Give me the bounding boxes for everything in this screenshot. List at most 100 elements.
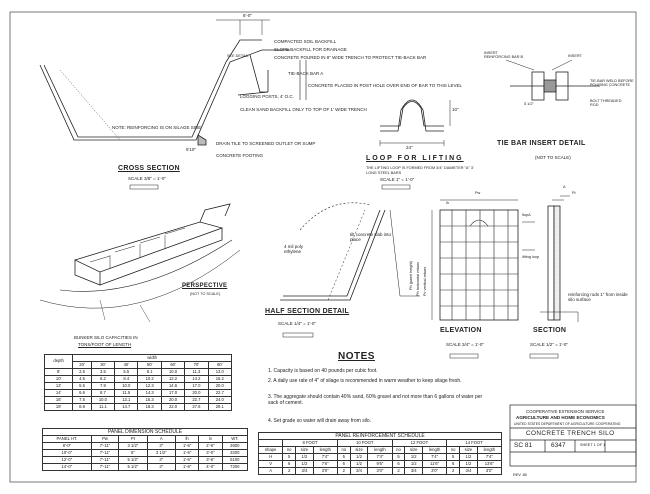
reinforcement-group-header: 8 FOOT [282,439,338,447]
cross-section-title: CROSS SECTION [118,165,180,172]
reinforcement-cell: 11'6" [422,460,448,468]
reinforcement-group-header: 10 FOOT [336,439,393,447]
capacity-cell: 16.2 [207,375,233,383]
callout-sand: CLEAN SAND BACKFILL ONLY TO TOP OF 1' WI… [240,107,367,112]
elevation-label-lh: lh [446,201,449,205]
panel-dimension-cell: 8'-0" [42,442,92,450]
reinforcement-cell: 6 [391,460,406,468]
reinforcement-subheader: size [459,446,478,454]
loop-desc: THE LIFTING LOOP IS FORMED FROM 3/4" DIA… [366,166,474,175]
panel-dimension-cell: 14'-0" [42,463,92,471]
reinforcement-cell: 5 [336,453,351,461]
reinforcement-cell: 1/2 [404,460,424,468]
reinforcement-cell: 6 [446,460,461,468]
half-section-drawing [280,202,420,301]
title-block-rev: REV. 85 [513,473,527,477]
perspective-title: PERSPECTIVE [182,283,228,289]
section-label-pt: Pt [572,191,576,195]
reinforcement-cell: 1/2 [349,453,369,461]
title-block-sheet-prefix: SC 81 [514,442,533,449]
capacity-cell: 29.1 [207,403,233,411]
panel-dimension-row: 12'-0"7'-11"5 1/2"3"1'-6"3'-6"5100 [42,456,249,464]
panel-dimension-col-header: lv [198,435,223,443]
capacity-cell: 22.7 [184,396,209,404]
panel-dimension-cell: 12'-0" [42,456,92,464]
reinforcement-cell: 3/4 [349,467,369,475]
panel-dimension-cell: 7200 [221,463,249,471]
tie-bar-drawing [505,59,600,101]
capacity-cell: 27.6 [184,403,209,411]
panel-dimension-cell: 5 1/2" [118,463,148,471]
tie-callout-bolt: BOLT THREADED ROD [590,99,622,107]
reinforcement-cell: 2 [336,467,351,475]
reinforcement-subheader: length [476,446,503,454]
reinforcement-cell: 7'4" [422,453,448,461]
reinforcement-cell: 3/4 [295,467,314,475]
callout-tieback: TIE-BACK BAR A [288,71,324,76]
panel-dimension-cell: 1'-6" [174,449,200,457]
reinforcement-cell: 1/2 [459,460,478,468]
reinforcement-subheader: no [391,446,406,454]
capacity-cell: 13.0 [207,368,233,376]
reinforcement-cell: 6 [282,460,297,468]
elevation-scale: SCALE 3/4" = 1'-0" [446,342,484,347]
reinforcement-cell: V [257,460,284,468]
reinforcement-cell: 3/4 [459,467,478,475]
panel-dimension-cell: 1'-6" [174,442,200,450]
reinforcement-cell: 3'0" [476,467,503,475]
elevation-label-pw: Pw [475,191,481,195]
capacity-cell: 20.0 [207,382,233,390]
panel-dimension-row: 10'-0"7'-11"5"3 1/2"1'-6"3'-0"3200 [42,449,249,457]
reinforcement-cell: 1/2 [459,453,478,461]
panel-dimension-row: 8'-0"7'-11"3 1/2"3"1'-6"2'-6"2600 [42,442,249,450]
capacity-cell: 6.6 [72,389,92,397]
capacity-cell: 10.2 [137,375,162,383]
cross-section-scale: SCALE 3/8" = 1'-0" [128,176,166,181]
reinforcement-title: PANEL REINFORCEMENT SCHEDULE [258,432,502,440]
loop-title: LOOP FOR LIFTING [366,155,464,162]
half-section-scale: SCALE 1/4" = 1'-0" [278,321,316,326]
reinforcement-subheader: length [367,446,393,454]
capacity-cell: 8.4 [114,375,139,383]
perspective-note: (NOT TO SCALE) [190,292,221,296]
reinforcement-subheader: size [295,446,314,454]
capacity-cell: 16.3 [137,396,162,404]
capacity-cell: 20.0 [184,389,209,397]
capacity-cell: 8.1 [137,368,162,376]
panel-dimension-cell: 7'-11" [90,456,120,464]
panel-dimension-cell: 2'-6" [198,442,223,450]
cross-section-dim-bottom: 5'10" [186,147,196,152]
loop-scale: SCALE 1" = 1'-0" [380,177,415,182]
capacity-width-header: width [72,354,232,362]
callout-slope: SLOPE BACKFILL FOR DRAINAGE [274,47,347,52]
capacity-cell: 10' [43,375,74,383]
panel-dimension-cell: 5 1/2" [118,456,148,464]
capacity-cell: 3.5 [90,368,116,376]
reinforcement-subheader: no [336,446,351,454]
capacity-cell: 6.2 [90,375,116,383]
capacity-cell: 5.5 [114,368,139,376]
loop-dim-width: 24" [406,145,413,150]
reinforcement-cell: A [257,467,284,475]
reinforcement-cell: 5 [446,453,461,461]
capacity-col-header: 60' [160,361,186,369]
reinforcement-group-header: 14 FOOT [446,439,502,447]
tie-callout-insert-bar: INSERT REINFORCING BAR B [484,51,524,59]
capacity-cell: 11.5 [114,389,139,397]
title-block-title: CONCRETE TRENCH SILO [526,430,615,437]
capacity-cell: 14.7 [114,403,139,411]
capacity-cell: 10.0 [114,382,139,390]
panel-dimension-col-header: A [146,435,176,443]
reinforcement-subheader: size [349,446,369,454]
cross-section-dim-top: 6'-0" [243,13,252,18]
callout-drain: DRAIN TILE TO SCREENED OUTLET OR SUMP [216,141,316,146]
callout-reinforcing-note: NOTE: REINFORCING IS ON SILAGE SIDE [112,125,202,130]
reinforcement-cell: 3'0" [312,467,338,475]
reinforcement-cell: 2 [391,467,406,475]
